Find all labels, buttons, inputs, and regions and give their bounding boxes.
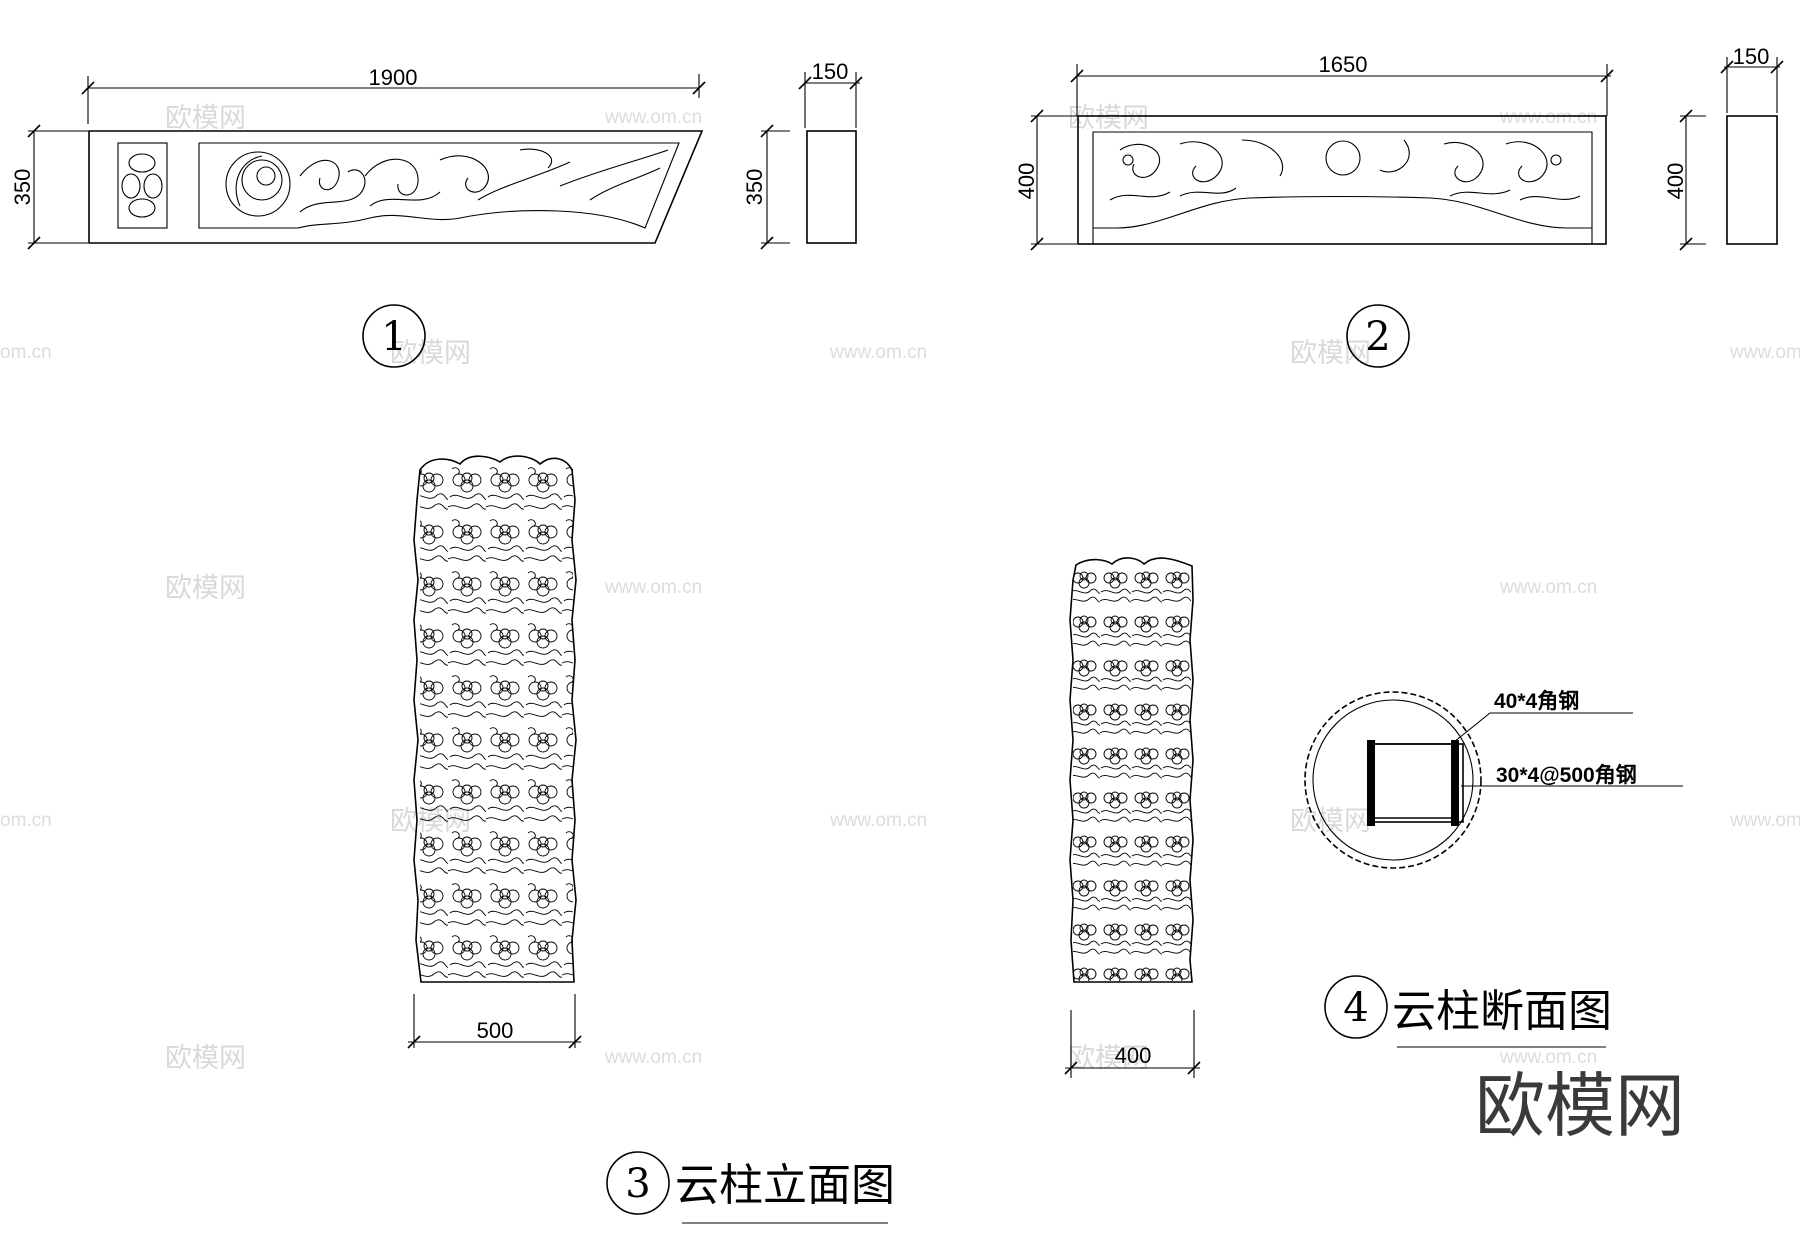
watermark-brand: 欧模网 — [165, 573, 246, 604]
dim-length-label: 1900 — [369, 65, 418, 90]
dim-height-label: 400 — [1014, 163, 1039, 200]
dim-tick — [1679, 237, 1693, 251]
angle-steel-frame — [1370, 743, 1464, 823]
watermark-brand: 欧模网 — [1068, 103, 1149, 134]
dim-tick — [849, 76, 863, 90]
dim-tick — [1070, 69, 1084, 83]
dim-tick — [760, 124, 774, 138]
side-dim-height-label: 350 — [742, 169, 767, 206]
watermark-url: om.cn — [0, 342, 52, 363]
drawing-4-cloud-column-section: 40*4角钢 30*4@500角钢 4 云柱断面图 — [1304, 689, 1683, 1048]
cloud-carving-texture — [420, 466, 573, 981]
drawing-4-title: 云柱断面图 — [1392, 986, 1612, 1037]
watermark-url: www.om.cn — [829, 342, 927, 363]
dim-tick — [81, 81, 95, 95]
bracket-end-panel — [117, 142, 168, 229]
leader-line — [1453, 712, 1491, 743]
bracket-side-view — [806, 130, 857, 244]
side-dim-height-label: 400 — [1663, 163, 1688, 200]
angle-steel-right — [1451, 740, 1459, 826]
watermark-brand: 欧模网 — [1068, 1043, 1149, 1074]
drawing-1-bracket-elevation: 1900 350 — [10, 59, 863, 368]
dim-tick — [27, 124, 41, 138]
watermark-brand: 欧模网 — [390, 338, 471, 369]
watermark-brand: 欧模网 — [1290, 806, 1371, 837]
drawing-3-number-circle — [606, 1151, 670, 1215]
watermark-big-brand: 欧模网 — [1475, 1065, 1685, 1147]
watermark-brand: 欧模网 — [1290, 338, 1371, 369]
dim-tick — [568, 1035, 582, 1049]
watermark-url: www.om.cn — [829, 810, 927, 831]
section-outer-ring — [1304, 691, 1482, 869]
drawing-4-number-circle — [1324, 975, 1388, 1039]
column-outline — [1069, 557, 1194, 983]
drawing-1-number-circle — [362, 304, 426, 368]
dim-tick — [1187, 1061, 1201, 1075]
cloud-scroll-carving — [1109, 139, 1581, 201]
quatrefoil-ornament — [121, 153, 163, 218]
watermark-brand: 欧模网 — [165, 103, 246, 134]
watermark-url: www.om.cn — [1499, 577, 1597, 598]
dim-tick — [1770, 60, 1784, 74]
beam-side-view — [1726, 115, 1778, 245]
watermark-url: www.om.cn — [604, 1047, 702, 1068]
dim-tick — [27, 236, 41, 250]
watermark-url: www.om.cn — [1499, 1047, 1597, 1068]
watermark-url: www.om.cn — [604, 107, 702, 128]
side-dim-width-label: 150 — [812, 59, 849, 84]
dim-height-label: 350 — [10, 169, 35, 206]
watermark-layer: 欧模网 欧模网 www.om.cn www.om.cn om.cn 欧模网 ww… — [0, 103, 1800, 1074]
dim-tick — [798, 76, 812, 90]
angle-steel-left — [1367, 740, 1375, 826]
drawing-3-number: 3 — [625, 1161, 650, 1207]
beam-outline — [1077, 115, 1607, 245]
section-inner-ring — [1312, 699, 1474, 861]
drawing-2-beam-elevation: 1650 400 150 — [1014, 44, 1784, 368]
drawing-3-cloud-column-elevation: 500 3 云柱立面图 — [407, 455, 895, 1224]
dim-tick — [692, 81, 706, 95]
watermark-brand: 欧模网 — [165, 1043, 246, 1074]
watermark-url: www.om.cn — [604, 577, 702, 598]
dim-tick — [1030, 237, 1044, 251]
watermark-url: om.cn — [0, 810, 52, 831]
beam-openwork-panel — [1092, 131, 1593, 229]
drawing-1-number: 1 — [381, 314, 406, 360]
note-inner-angle-steel: 30*4@500角钢 — [1496, 763, 1637, 787]
dim-tick — [1064, 1061, 1078, 1075]
dim-tick — [407, 1035, 421, 1049]
note-outer-angle-steel: 40*4角钢 — [1494, 689, 1579, 713]
drawing-3-title: 云柱立面图 — [675, 1160, 895, 1211]
cloud-column-small-elevation: 400 — [1064, 557, 1201, 1078]
column-outline — [413, 455, 577, 983]
dim-tick — [1679, 109, 1693, 123]
side-dim-width-label: 150 — [1733, 44, 1770, 69]
bracket-outline — [88, 130, 704, 244]
dim-tick — [1720, 60, 1734, 74]
dim-width-label: 400 — [1115, 1043, 1152, 1068]
cloud-carving-texture — [1073, 564, 1191, 981]
drawing-2-number-circle — [1346, 304, 1410, 368]
dim-tick — [1030, 109, 1044, 123]
scroll-carving — [225, 148, 669, 217]
watermark-url: www.om.cn — [1729, 342, 1800, 363]
watermark-url: www.om.cn — [1729, 810, 1800, 831]
openwork-panel — [198, 142, 680, 229]
dim-length-label: 1650 — [1319, 52, 1368, 77]
drawing-2-number: 2 — [1365, 314, 1390, 360]
dim-tick — [760, 236, 774, 250]
dim-width-label: 500 — [477, 1018, 514, 1043]
drawing-4-number: 4 — [1343, 985, 1368, 1031]
watermark-url: www.om.cn — [1499, 107, 1597, 128]
dim-tick — [1600, 69, 1614, 83]
